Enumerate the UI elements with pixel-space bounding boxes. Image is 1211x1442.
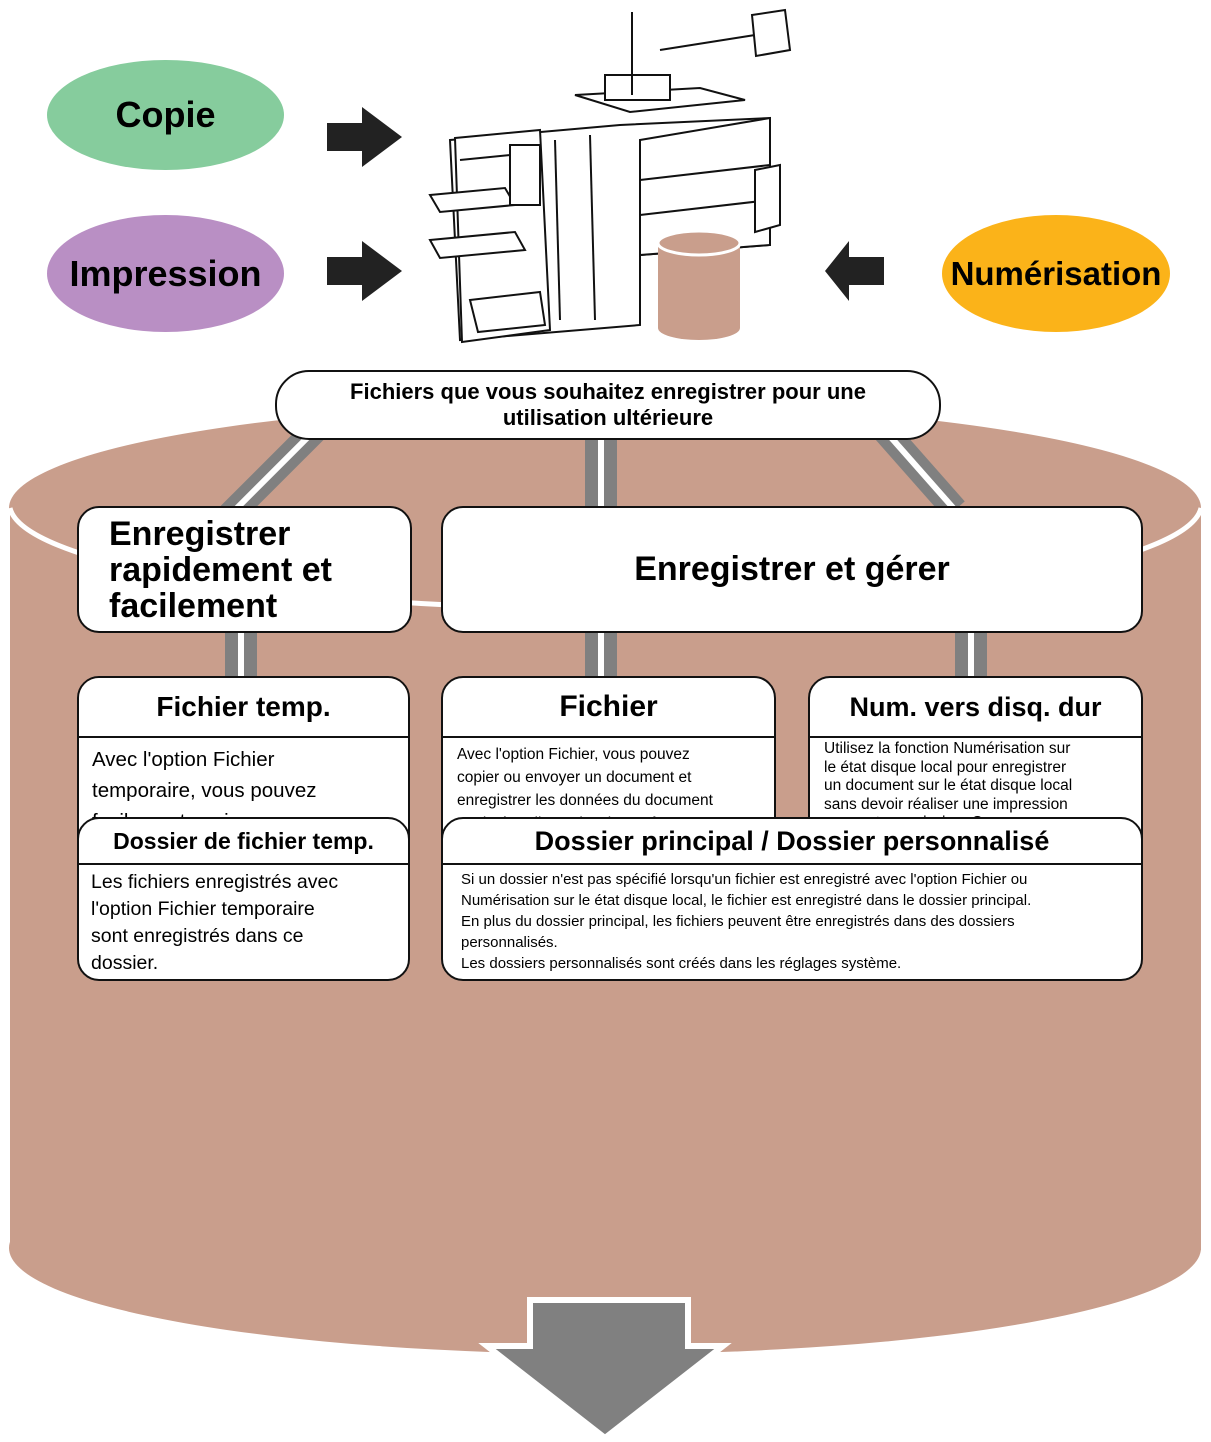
folder-temp-card: Dossier de fichier temp. Les fichiers en… (77, 817, 410, 981)
function-file-title: Fichier (559, 690, 658, 723)
source-impression-label: Impression (69, 252, 262, 294)
function-scan-title: Num. vers disq. dur (849, 691, 1102, 722)
folder-temp-header: Dossier de fichier temp. (79, 819, 408, 865)
files-banner: Fichiers que vous souhaitez enregistrer … (275, 370, 941, 440)
big-down-arrow (478, 1297, 732, 1442)
function-temp-title: Fichier temp. (156, 691, 331, 722)
storage-cylinder-bottom (9, 1142, 1201, 1354)
hdd-icon (656, 229, 742, 340)
printer-illustration (428, 8, 792, 344)
source-impression: Impression (47, 215, 284, 332)
arrow-numerisation (825, 241, 884, 301)
group-quick: Enregistrer rapidement et facilement (77, 506, 412, 633)
group-quick-title: Enregistrer rapidement et facilement (109, 514, 332, 625)
source-copie: Copie (47, 60, 284, 170)
folder-main-text: Si un dossier n'est pas spécifié lorsqu'… (461, 871, 1032, 972)
arrow-copie (327, 107, 402, 167)
function-scan-header: Num. vers disq. dur (810, 678, 1141, 738)
group-manage: Enregistrer et gérer (441, 506, 1143, 633)
folder-main-title: Dossier principal / Dossier personnalisé (534, 825, 1050, 856)
arrow-impression (327, 241, 402, 301)
folder-temp-title: Dossier de fichier temp. (113, 827, 374, 854)
folder-temp-text: Les fichiers enregistrés avec l'option F… (91, 871, 339, 974)
folder-main-card: Dossier principal / Dossier personnalisé… (441, 817, 1143, 981)
function-file-header: Fichier (443, 678, 774, 738)
files-banner-text: Fichiers que vous souhaitez enregistrer … (350, 379, 866, 430)
source-copie-label: Copie (115, 94, 216, 135)
source-numerisation-label: Numérisation (950, 254, 1162, 292)
source-numerisation: Numérisation (942, 215, 1170, 332)
group-manage-title: Enregistrer et gérer (634, 550, 950, 588)
function-temp-header: Fichier temp. (79, 678, 408, 738)
folder-main-header: Dossier principal / Dossier personnalisé (443, 819, 1141, 865)
